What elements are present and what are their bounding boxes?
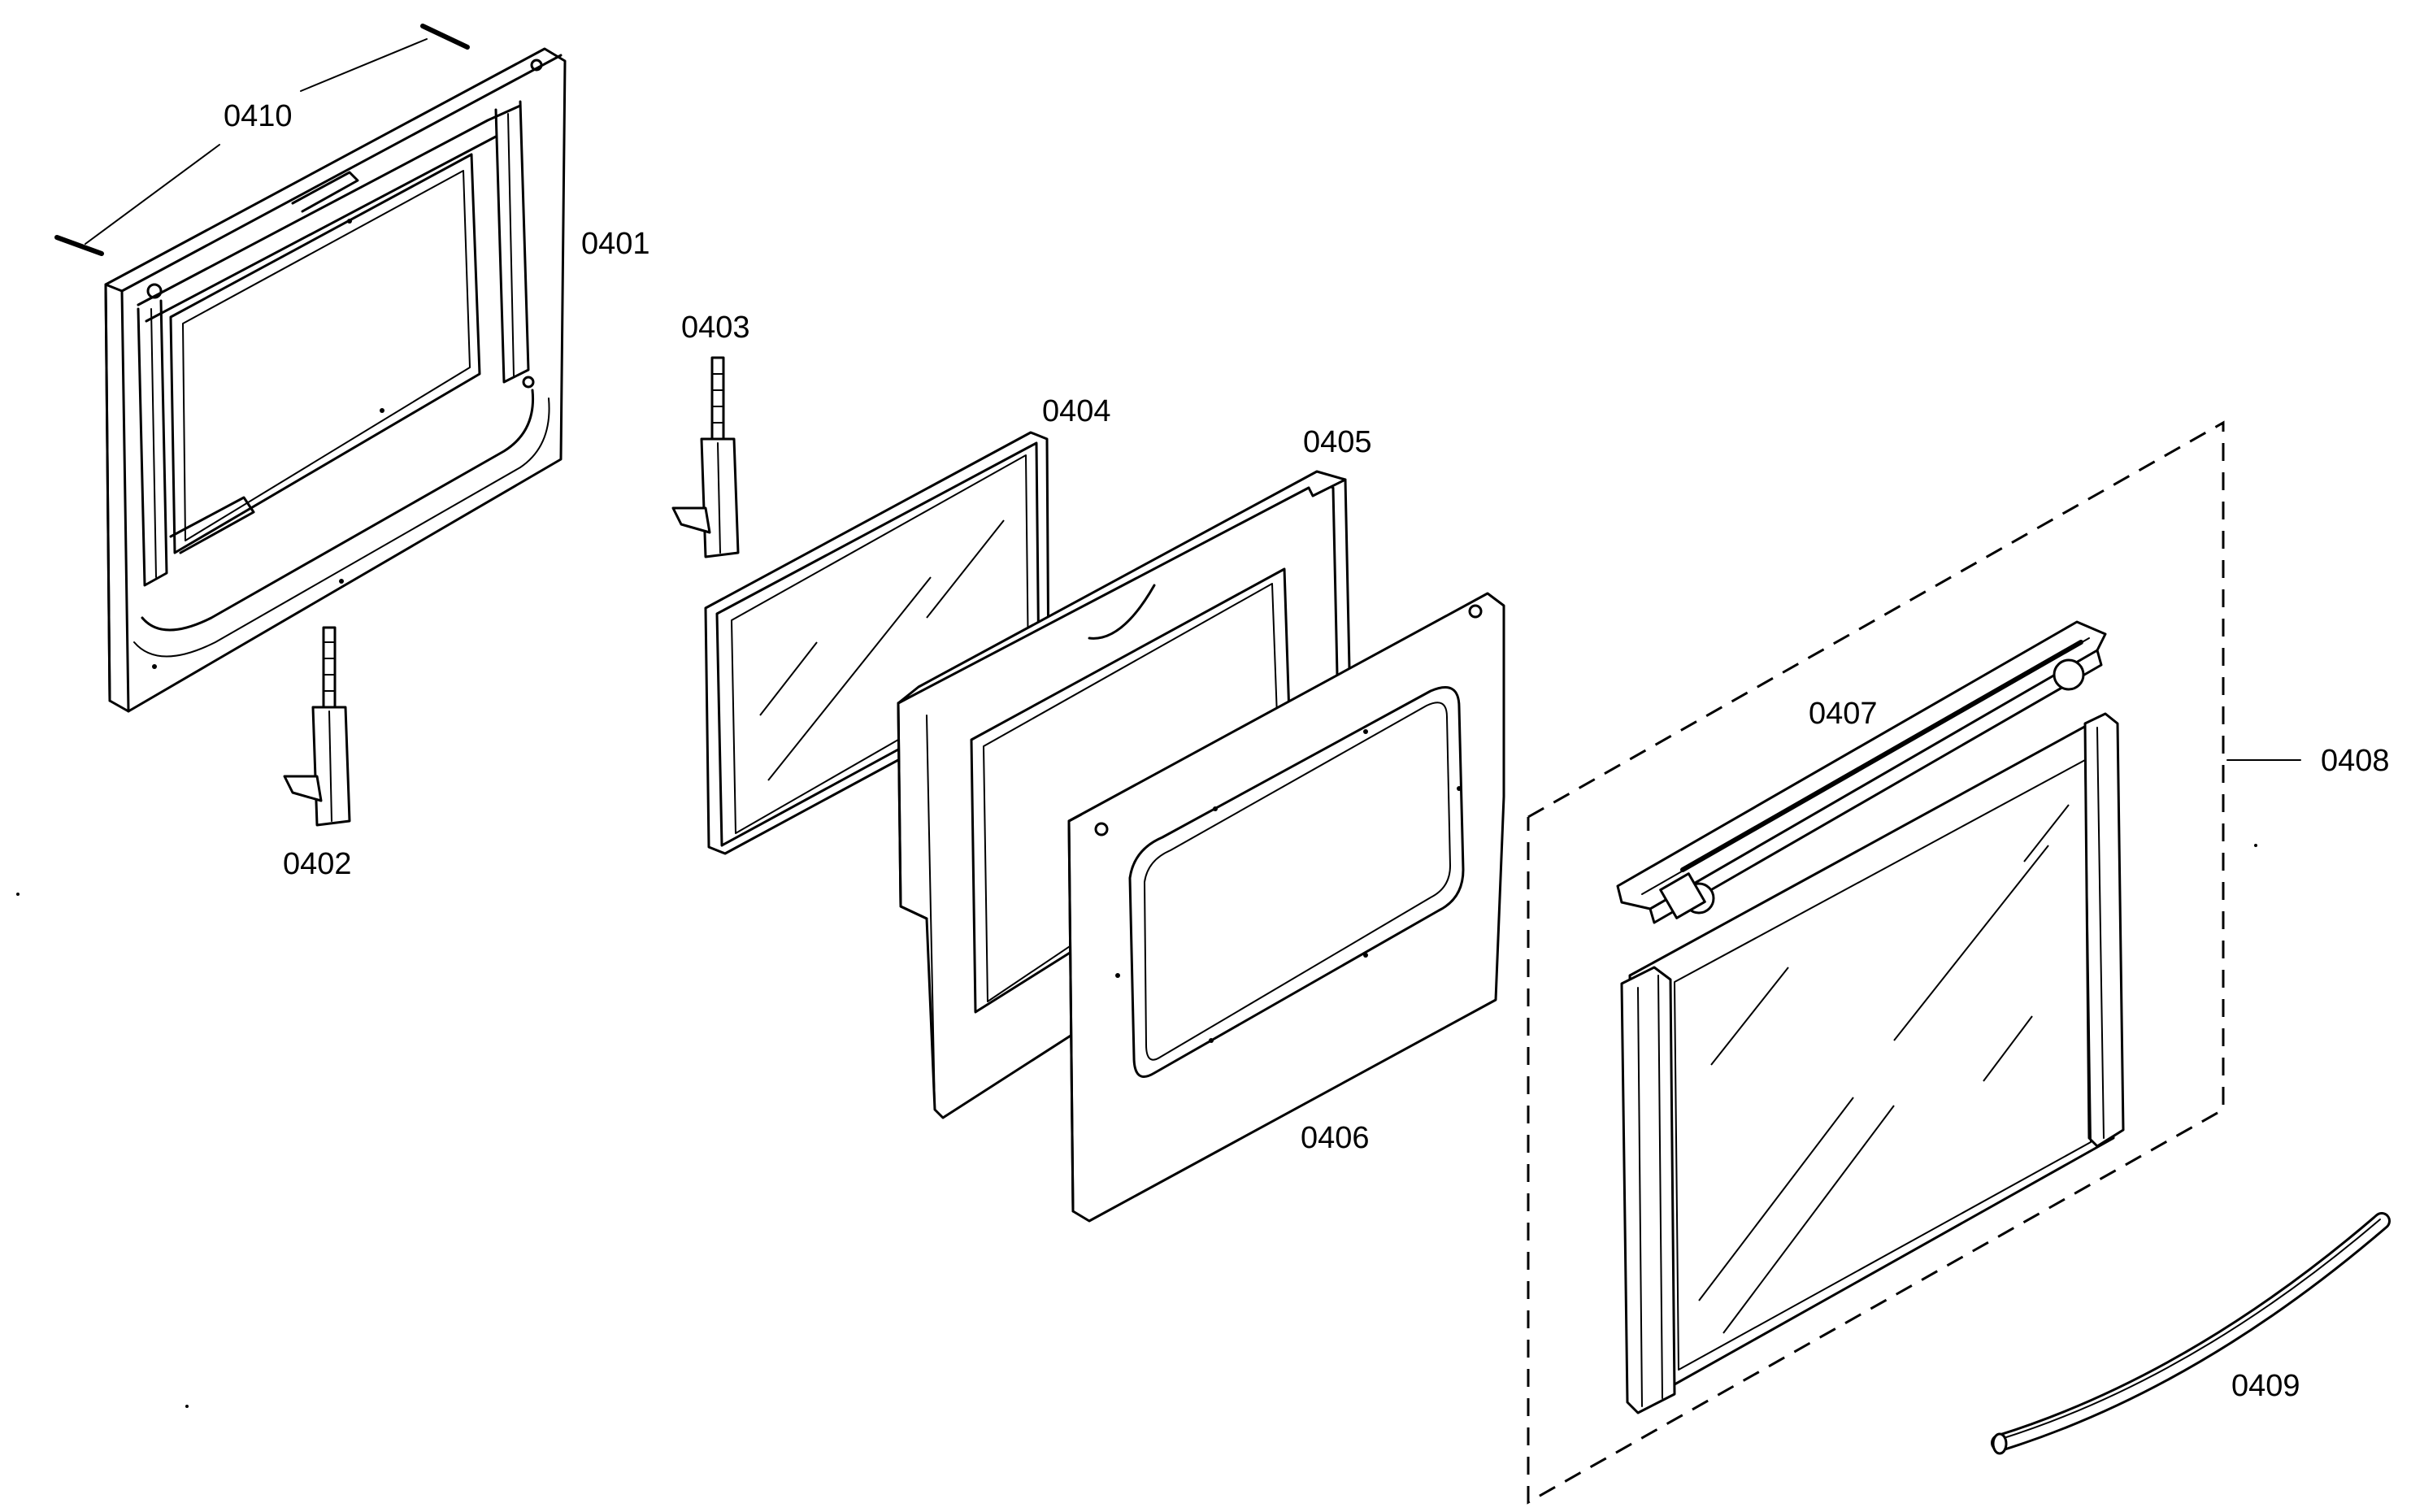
label-0410: 0410 (224, 99, 293, 133)
part-0403-hinge (671, 356, 740, 558)
label-0409: 0409 (2231, 1369, 2300, 1403)
part-0401-door-frame (104, 47, 567, 713)
label-0406: 0406 (1301, 1121, 1370, 1155)
part-outer-glass-door (1620, 712, 2125, 1414)
part-0407-top-trim (1616, 620, 2107, 924)
label-0403: 0403 (681, 311, 750, 345)
label-0408: 0408 (2321, 744, 2390, 778)
label-0405: 0405 (1303, 425, 1372, 459)
label-0404: 0404 (1042, 394, 1111, 428)
part-0408-outer-door-assembly (1527, 420, 2301, 1505)
label-0401: 0401 (581, 227, 650, 261)
label-0407: 0407 (1809, 697, 1878, 731)
part-0402-hinge (283, 626, 351, 827)
part-0409-handle (1991, 1212, 2391, 1455)
label-0402: 0402 (283, 847, 352, 881)
part-0406-inner-panel (1067, 592, 1505, 1223)
part-0410-pins (54, 24, 470, 256)
